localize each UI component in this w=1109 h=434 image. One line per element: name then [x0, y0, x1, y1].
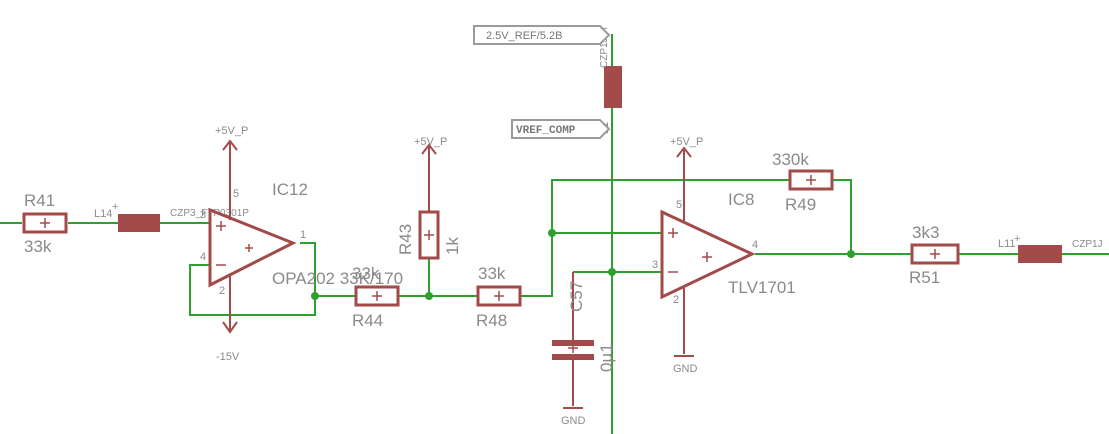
- p5-ic12-label: +5V_P: [215, 125, 248, 137]
- p5-r43-label: +5V_P: [414, 136, 447, 148]
- r43-value: 1k: [443, 237, 462, 255]
- flag-ref-label: 2.5V_REF/5.2B: [486, 30, 562, 42]
- r49-name: R49: [785, 195, 816, 214]
- ic8-pin-5: 5: [676, 199, 682, 211]
- ic12-pin-2: 2: [219, 285, 225, 297]
- junction-dot: [548, 229, 556, 237]
- c57-name: C57: [567, 281, 586, 312]
- comparator-ic8[interactable]: 5 3 2 4 IC8 TLV1701 GND: [652, 190, 796, 375]
- svg-text:+: +: [112, 201, 118, 213]
- ic8-pin-4: 4: [752, 239, 758, 251]
- ic8-part: TLV1701: [728, 278, 796, 297]
- flag-vref-comp: VREF_COMP: [511, 119, 611, 139]
- l14-name: L14: [94, 208, 112, 220]
- junction-dot: [608, 268, 616, 276]
- junctions: [311, 229, 855, 300]
- flag-ref: 2.5V_REF/5.2B: [473, 25, 611, 45]
- supply-n15: -15V: [216, 321, 240, 363]
- junction-dot: [425, 292, 433, 300]
- inductor-l11[interactable]: L11 + CZP1J: [998, 233, 1103, 263]
- resistor-r41[interactable]: R41 33k: [22, 191, 68, 256]
- r51-value: 3k3: [912, 223, 939, 242]
- l11-name: L11: [998, 238, 1016, 250]
- ic8-pin-3: 3: [652, 259, 658, 271]
- resistor-r44[interactable]: R44 33k: [352, 264, 400, 330]
- svg-text:+: +: [1014, 233, 1020, 245]
- ic8-name: IC8: [728, 190, 754, 209]
- r49-value: 330k: [772, 150, 809, 169]
- r43-name: R43: [396, 224, 415, 255]
- r51-name: R51: [909, 268, 940, 287]
- connector-right-label: CZP1J: [1072, 239, 1103, 250]
- r44-name: R44: [352, 311, 383, 330]
- wires: [0, 34, 1109, 434]
- r41-name: R41: [24, 191, 55, 210]
- r41-value: 33k: [24, 237, 52, 256]
- junction-dot: [311, 292, 319, 300]
- ic12-pin-5: 5: [233, 188, 239, 200]
- gnd-ic8-label: GND: [673, 363, 698, 375]
- supply-p5-ic8: +5V_P: [670, 136, 703, 198]
- supply-p5-ic12: +5V_P: [215, 125, 248, 187]
- gnd-c57-label: GND: [561, 415, 586, 427]
- flag-vref-comp-label: VREF_COMP: [516, 125, 576, 137]
- ic12-pin-3: 3: [200, 209, 206, 221]
- p5-ic8-label: +5V_P: [670, 136, 703, 148]
- resistor-r48[interactable]: R48 33k: [476, 264, 522, 330]
- r48-name: R48: [476, 311, 507, 330]
- ic12-pin-1: 1: [300, 229, 306, 241]
- ic12-pin-4: 4: [200, 251, 206, 263]
- n15-label: -15V: [216, 351, 240, 363]
- opamp-ic12[interactable]: 5 3 4 2 1 IC12 OPA202 33K/170: [200, 180, 403, 330]
- capacitor-c57[interactable]: C57 0µ1 GND: [552, 272, 616, 427]
- ic12-part: OPA202 33K/170: [272, 269, 403, 288]
- junction-dot: [847, 250, 855, 258]
- r48-value: 33k: [478, 264, 506, 283]
- ic8-pin-2: 2: [673, 294, 679, 306]
- ic12-name: IC12: [272, 180, 308, 199]
- connector-top-label: CZP1JFT: [599, 25, 610, 68]
- r44-value: 33k: [352, 264, 380, 283]
- resistor-r43[interactable]: +5V_P R43 1k: [396, 136, 462, 260]
- c57-value: 0µ1: [597, 343, 616, 372]
- resistor-r49[interactable]: 330k R49: [772, 150, 834, 214]
- resistor-r51[interactable]: 3k3 R51: [909, 223, 960, 287]
